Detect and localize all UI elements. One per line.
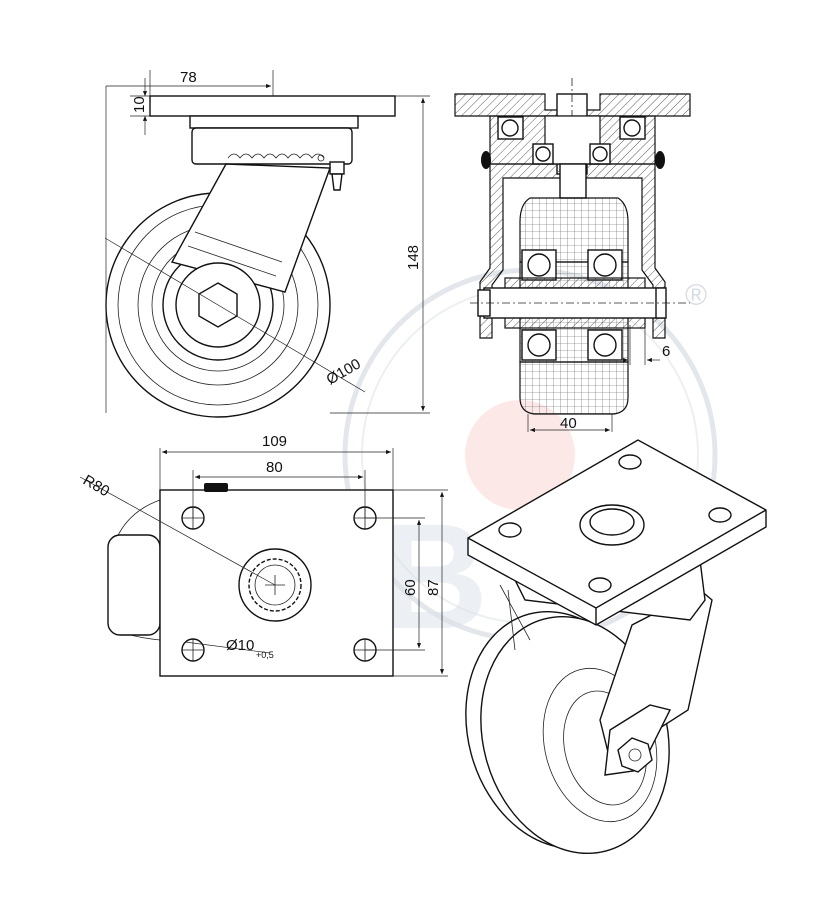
grease-nipple [329,161,345,175]
dim-hole-spacing-short: 60 [402,579,419,596]
section-view [454,78,691,433]
dim-plate-thickness: 10 [131,96,148,113]
top-view [79,448,448,677]
isometric-view [465,439,767,855]
watermark-red-circle [465,400,575,510]
spring-coil [227,153,325,162]
dim-plate-length: 109 [262,433,287,450]
dim-hole-tolerance: +0,5 [256,650,274,660]
registered-symbol: ® [685,279,707,312]
dim-hole-diameter: Ø10 [226,637,254,654]
dim-swivel-radius: R80 [80,472,112,500]
hub-bearings [521,249,623,361]
iso-hex-nut [617,737,653,773]
dim-plate-width: 78 [180,69,197,86]
dim-wheel-width: 40 [560,415,577,432]
fork-arm [170,163,331,293]
bearing-balls [481,116,665,169]
dim-axle-offset: 6 [662,343,670,360]
dim-hole-spacing-long: 80 [266,459,283,476]
dim-total-height: 148 [405,245,422,270]
side-view [104,70,430,418]
dim-plate-width-top: 87 [425,579,442,596]
